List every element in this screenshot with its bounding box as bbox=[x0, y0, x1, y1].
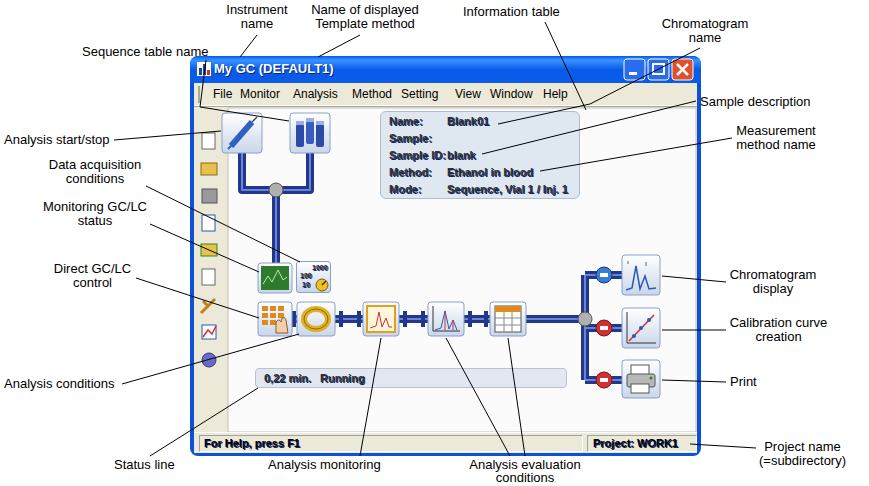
menu-item: Help bbox=[543, 86, 568, 102]
callout-label: Analysis evaluation conditions bbox=[460, 458, 590, 484]
window-frame bbox=[190, 56, 701, 456]
menu-item: Analysis bbox=[293, 86, 338, 102]
project-pane: Project: WORK1 bbox=[587, 435, 697, 452]
table-cell: Mode: bbox=[389, 183, 421, 196]
app-icon bbox=[197, 62, 211, 76]
callout-label: Status line bbox=[114, 458, 175, 471]
table-cell: blank bbox=[447, 149, 476, 162]
callout-label: Sample description bbox=[700, 94, 811, 109]
callout-label: Instrument name bbox=[222, 3, 292, 31]
toolbar bbox=[196, 110, 224, 430]
callout-label: Analysis conditions bbox=[4, 376, 115, 391]
table-cell: Sample ID: bbox=[389, 149, 446, 162]
callout-label: Analysis start/stop bbox=[4, 132, 110, 147]
menu-item: Method bbox=[352, 86, 392, 102]
callout-label: Information table bbox=[463, 4, 560, 19]
evaluation-table-icon bbox=[490, 302, 526, 336]
table-cell: Method: bbox=[389, 166, 432, 179]
menu-item: File bbox=[213, 86, 232, 102]
table-cell: Ethanol in blood bbox=[447, 166, 533, 179]
callout-label: Measurement method name bbox=[716, 124, 836, 152]
status-text: Project: WORK1 bbox=[593, 437, 678, 450]
callout-label: Analysis monitoring bbox=[268, 458, 381, 471]
print-icon bbox=[622, 360, 660, 398]
status-text: Running bbox=[320, 372, 365, 385]
status-bar bbox=[194, 433, 697, 454]
callout-label: Direct GC/LC control bbox=[40, 262, 145, 290]
leader-line-group bbox=[114, 22, 756, 456]
icon-number: 100 bbox=[300, 272, 312, 280]
start-stop-icon bbox=[222, 113, 262, 153]
window-buttons bbox=[624, 59, 693, 80]
status-box: 0,22 min. Running bbox=[255, 368, 567, 388]
menu-item: Monitor bbox=[240, 86, 280, 102]
icon-number: 1000 bbox=[312, 264, 328, 272]
callout-label: Name of displayed Template method bbox=[290, 3, 440, 31]
app-window: My GC (DEFAULT1) Name: Blank01Sample: Sampl… bbox=[190, 56, 701, 456]
callout-label: Chromatogram name bbox=[655, 17, 755, 45]
window-title: My GC (DEFAULT1) bbox=[214, 61, 334, 77]
table-cell: Sample: bbox=[389, 132, 432, 145]
menu-item: View bbox=[455, 86, 481, 102]
status-text: 0,22 min. bbox=[264, 372, 311, 385]
sequence-table-icon bbox=[290, 113, 330, 153]
icon-number: 10 bbox=[302, 281, 310, 289]
table-cell: Blank01 bbox=[447, 115, 489, 128]
callout-label: Calibration curve creation bbox=[716, 316, 841, 344]
callout-label: Data acquisition conditions bbox=[40, 158, 150, 186]
data-acquisition-icon: 100010010 bbox=[296, 261, 331, 293]
callout-label: Chromatogram display bbox=[718, 268, 828, 296]
information-table: Name: Blank01Sample: Sample ID:blankMethod… bbox=[380, 111, 580, 199]
status-text: For Help, press F1 bbox=[204, 437, 300, 450]
analysis-conditions-icon bbox=[297, 302, 335, 336]
menu-item: Setting bbox=[401, 86, 438, 102]
direct-control-icon bbox=[258, 302, 292, 336]
calibration-icon bbox=[622, 308, 660, 348]
callout-label: Print bbox=[730, 374, 757, 389]
table-cell: Name: bbox=[389, 115, 423, 128]
callout-label: Project name (=subdirectory) bbox=[740, 440, 865, 468]
callout-label: Monitoring GC/LC status bbox=[35, 200, 155, 228]
status-bar-pane: For Help, press F1 bbox=[199, 435, 583, 452]
analysis-monitoring-icon bbox=[363, 302, 399, 336]
menu-item: Window bbox=[490, 86, 533, 102]
callout-label: Sequence table name bbox=[82, 44, 208, 59]
monitoring-icon bbox=[258, 263, 292, 293]
chromatogram-icon bbox=[622, 255, 660, 295]
evaluation-icon bbox=[428, 302, 464, 336]
table-cell: Sequence, Vial 1 / Inj. 1 bbox=[447, 183, 568, 196]
